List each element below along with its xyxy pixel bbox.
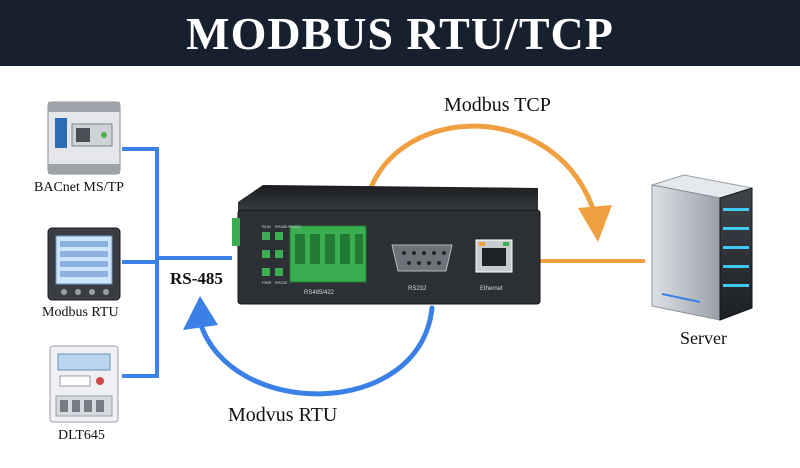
server-label: Server <box>680 328 727 348</box>
modbus-tcp-arrow <box>365 123 612 242</box>
gateway-port-labels: RS485/422 RS232 Ethernet <box>304 286 503 296</box>
bacnet-controller-icon <box>47 101 121 175</box>
device-label-modbus-rtu: Modbus RTU <box>42 305 119 320</box>
modvus-rtu-label: Modvus RTU <box>228 404 338 426</box>
serial-to-ethernet-gateway-icon <box>232 185 541 305</box>
port-label-ethernet: Ethernet <box>480 286 503 292</box>
rs485-bus-label: RS-485 <box>170 269 223 288</box>
rs485-bus-lines <box>122 147 232 378</box>
energy-meter-icon <box>49 345 119 423</box>
device-label-bacnet: BACnet MS/TP <box>34 180 124 195</box>
led-label-rs485-rs422: RS485 RS422 <box>275 224 301 229</box>
title-banner: MODBUS RTU/TCP <box>0 0 800 66</box>
modbus-tcp-label: Modbus TCP <box>444 94 551 116</box>
server-icon <box>651 174 753 321</box>
port-label-rs232: RS232 <box>408 286 427 292</box>
led-label-run: RUN <box>262 224 271 229</box>
device-label-dlt645: DLT645 <box>58 428 105 443</box>
led-label-pwr: PWR <box>262 280 271 285</box>
page-title: MODBUS RTU/TCP <box>186 8 614 59</box>
led-label-rs232: RS232 <box>275 280 288 285</box>
power-meter-icon <box>47 227 121 301</box>
gateway-led-labels: RUN RS485 RS422 PWR RS232 <box>262 224 301 285</box>
modvus-rtu-arrow <box>183 296 435 397</box>
port-label-rs485-422: RS485/422 <box>304 290 335 296</box>
